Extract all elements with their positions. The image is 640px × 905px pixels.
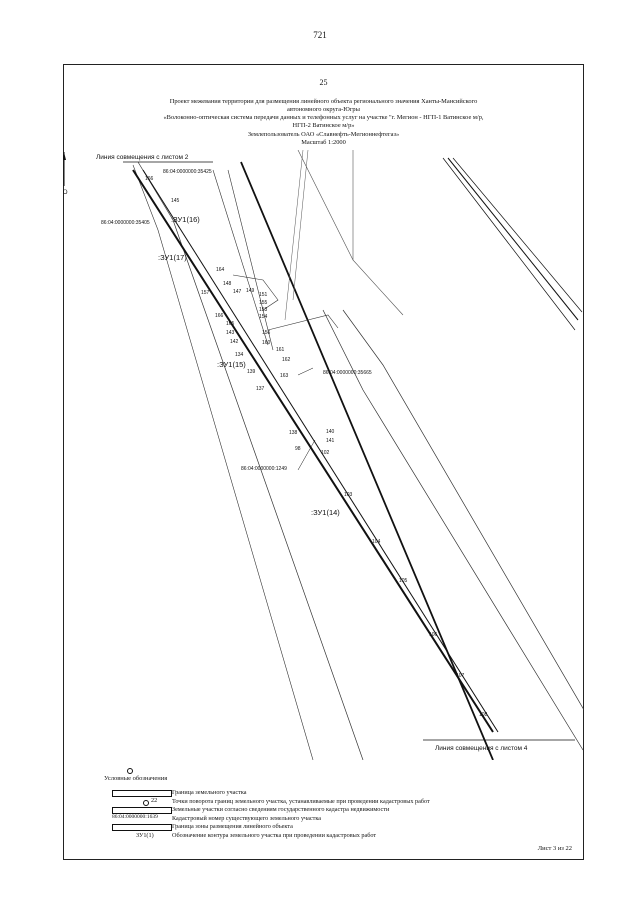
point-label: 165 [226, 321, 235, 327]
point-label: 164 [216, 267, 225, 273]
point-label: 140 [326, 429, 335, 435]
legend-text: Кадастровый номер существующего земельно… [172, 815, 322, 822]
point-label: 160 [262, 340, 271, 346]
parcel-boundary [322, 309, 584, 751]
title-line-2: автономного округа-Югры [287, 106, 360, 113]
point-label: 134 [235, 352, 244, 358]
legend-symbol-label: 86:04:0000000:1639 [112, 814, 158, 820]
zone-label: :ЗУ1(14) [311, 508, 340, 517]
point-label: 106 [429, 632, 438, 638]
point-label: 166 [215, 313, 224, 319]
point-label: 107 [456, 673, 465, 679]
point-label: 137 [256, 386, 265, 392]
turning-points: 166 145 164 148 147 149 151 155 153 154 … [145, 176, 488, 718]
north-arrow: С Ю [63, 152, 68, 196]
point-label: 161 [276, 347, 285, 353]
point-label: 153 [259, 307, 268, 313]
title-line-4: НГП-2 Ватинское м/р» [292, 122, 355, 129]
parcel-boundary [212, 169, 269, 346]
parcel-boundary [132, 164, 314, 760]
title-line-1: Проект межевания территории для размещен… [169, 98, 478, 105]
point-label: 147 [233, 289, 242, 295]
point-label: 145 [171, 198, 180, 204]
legend-symbol-cadastre-parcels [112, 807, 172, 814]
legend-symbol-label: ЗУ1(1) [136, 832, 154, 839]
point-label: 154 [259, 314, 268, 320]
parcel-boundary [342, 309, 584, 711]
point-label: 141 [326, 438, 335, 444]
cadastral-number: 86:04:0000000:35665 [323, 370, 372, 376]
point-label: 143 [226, 330, 235, 336]
road-boundary-bold [240, 161, 494, 760]
point-label: 103 [344, 492, 353, 498]
legend-symbol-zone-boundary [112, 824, 172, 831]
legend-title: Условные обозначения [104, 775, 168, 782]
legend-symbol-point-icon [143, 800, 149, 806]
parcel-boundary [352, 150, 404, 316]
legend-text: Точки поворота границ земельного участка… [172, 798, 430, 805]
point-label: 139 [247, 369, 256, 375]
parcel-boundary [137, 161, 364, 760]
cadastral-number: 86:04:0000000:35425 [163, 169, 212, 175]
point-label: 138 [289, 430, 298, 436]
cadastral-number: 86:04:0000000:35405 [101, 220, 150, 226]
legend-symbol-parcel-boundary [112, 790, 172, 797]
page-number: 721 [313, 30, 327, 40]
cadastral-map: С Ю Линия совмещения с листом 2 Линия со… [63, 150, 584, 760]
railway-line [447, 157, 579, 321]
title-line-3: «Волоконно-оптическая система передачи д… [163, 114, 484, 121]
legend-text: Земельные участки согласно сведениям гос… [172, 806, 390, 813]
point-label: 162 [282, 357, 291, 363]
point-label: 142 [230, 339, 239, 345]
linear-object-zone-boundary [142, 169, 499, 733]
point-label: 157 [201, 290, 210, 296]
point-label: 166 [145, 176, 154, 182]
linear-object-zone-boundary [132, 169, 494, 733]
cadastral-number: 86:04:0000000:1249 [241, 466, 287, 472]
parcel-boundary [227, 169, 274, 351]
legend-symbol-label: 22 [151, 797, 158, 804]
legend-text: Граница земельного участка [172, 789, 247, 796]
parcel-boundary [284, 150, 304, 321]
parcel-boundary [297, 150, 354, 261]
parcel-boundary [292, 150, 309, 301]
point-label: 104 [372, 539, 381, 545]
point-label: 156 [262, 330, 271, 336]
point-label: 151 [259, 292, 268, 298]
railway-line [442, 157, 576, 331]
point-label: 105 [399, 578, 408, 584]
point-label: 108 [479, 712, 488, 718]
railway-line [452, 157, 583, 313]
point-label: 98 [295, 446, 301, 452]
zone-label: :ЗУ1(15) [217, 360, 246, 369]
legend-text: Обозначение контура земельного участка п… [172, 832, 377, 839]
point-label: 149 [246, 288, 255, 294]
legend-text: Граница зоны размещения линейного объект… [172, 823, 293, 830]
point-label: 155 [259, 300, 268, 306]
parcel-boundary [267, 314, 339, 331]
compass-marker-icon [127, 768, 133, 774]
zone-label: :ЗУ1(16) [171, 215, 200, 224]
point-label: 163 [280, 373, 289, 379]
title-line-5: Землепользователь ОАО «Славнефть-Мегионн… [247, 131, 400, 138]
point-label: 148 [223, 281, 232, 287]
south-label: Ю [63, 189, 68, 196]
sheet-number: 25 [319, 78, 328, 87]
sheet-frame [63, 64, 584, 860]
parcel-boundary [232, 274, 279, 311]
title-line-6: Масштаб 1:2000 [301, 139, 346, 146]
join-line-top-label: Линия совмещения с листом 2 [96, 154, 189, 161]
join-line-bottom-label: Линия совмещения с листом 4 [435, 745, 528, 752]
zone-label: :ЗУ1(17) [158, 253, 187, 262]
sheet-of-total: Лист 3 из 22 [537, 845, 572, 852]
point-label: 102 [321, 450, 330, 456]
